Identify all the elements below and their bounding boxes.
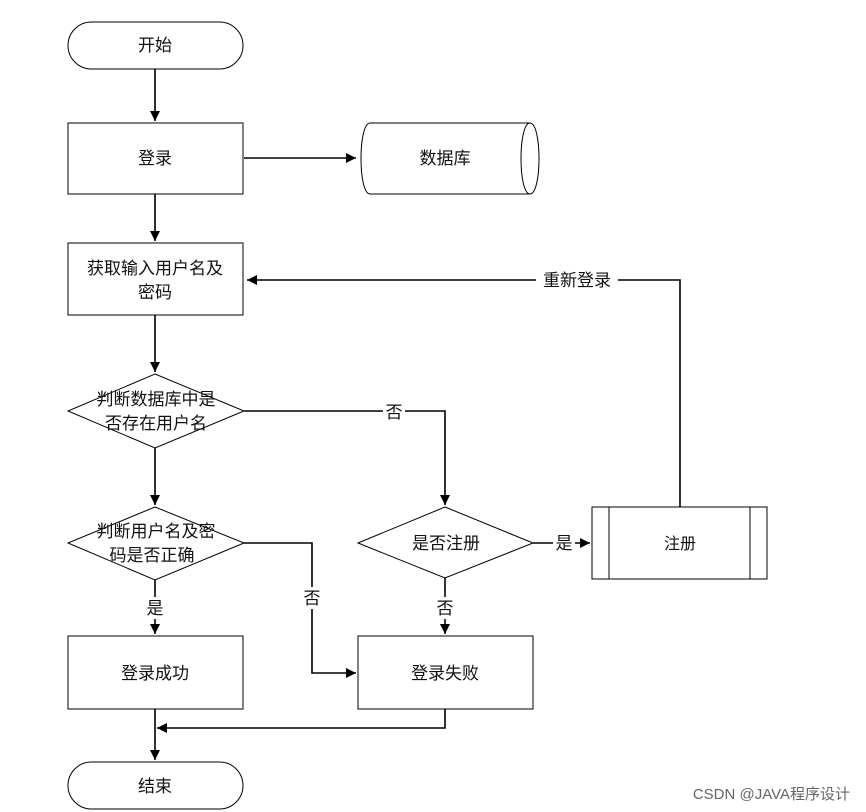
register-label: 注册 bbox=[664, 534, 696, 553]
connectors bbox=[150, 69, 681, 760]
edge-fail-to-end bbox=[157, 709, 446, 733]
check-password-label-line1: 判断用户名及密 bbox=[97, 522, 216, 542]
check-user-label-line1: 判断数据库中是 bbox=[97, 390, 216, 410]
ask-register-label: 是否注册 bbox=[412, 534, 480, 554]
check-password-shape bbox=[66, 506, 246, 581]
database-end-arc bbox=[520, 122, 531, 195]
get-input-label-line2: 密码 bbox=[138, 283, 172, 303]
database-label: 数据库 bbox=[420, 149, 471, 169]
check-password-label-line2: 码是否正确 bbox=[110, 546, 195, 566]
pwd-no-label-bg bbox=[301, 587, 323, 609]
register-no-label-bg bbox=[434, 597, 456, 619]
edge-check-user-no bbox=[244, 410, 450, 505]
pwd-no-label: 否 bbox=[304, 589, 321, 609]
ask-register-node: 是否注册 bbox=[356, 506, 535, 579]
user-no-label-bg bbox=[383, 401, 405, 423]
relogin-label-bg bbox=[536, 268, 618, 292]
edge-labels: 重新登录 否 是 否 是 否 bbox=[144, 268, 618, 619]
login-node: 登录 bbox=[67, 122, 244, 195]
register-shape bbox=[591, 506, 768, 580]
check-user-node: 判断数据库中是 否存在用户名 bbox=[66, 373, 246, 449]
end-shape bbox=[67, 761, 244, 810]
login-success-shape bbox=[67, 635, 244, 710]
register-node: 注册 bbox=[591, 506, 768, 580]
login-success-node: 登录成功 bbox=[67, 635, 244, 710]
relogin-label: 重新登录 bbox=[543, 271, 611, 291]
register-yes-label: 是 bbox=[556, 534, 573, 554]
check-user-label-line2: 否存在用户名 bbox=[105, 414, 207, 434]
login-fail-node: 登录失败 bbox=[357, 635, 534, 710]
start-label: 开始 bbox=[138, 36, 172, 56]
login-fail-shape bbox=[357, 635, 534, 710]
edge-check-pwd-no bbox=[244, 542, 356, 678]
end-node: 结束 bbox=[67, 761, 244, 810]
register-yes-label-bg bbox=[553, 532, 575, 554]
get-input-shape bbox=[67, 242, 244, 316]
get-input-label-line1: 获取输入用户名及 bbox=[87, 259, 223, 279]
watermark: CSDN @JAVA程序设计 bbox=[693, 786, 850, 803]
start-node: 开始 bbox=[67, 21, 244, 70]
login-label: 登录 bbox=[138, 149, 172, 169]
start-shape bbox=[67, 21, 244, 70]
user-no-label: 否 bbox=[386, 403, 403, 423]
login-shape bbox=[67, 122, 244, 195]
ask-register-shape bbox=[356, 506, 535, 579]
login-success-label: 登录成功 bbox=[121, 664, 189, 684]
pwd-yes-label-bg bbox=[144, 597, 166, 619]
end-label: 结束 bbox=[138, 777, 172, 797]
pwd-yes-label: 是 bbox=[147, 599, 164, 619]
check-user-shape bbox=[66, 373, 246, 449]
edge-relogin bbox=[247, 275, 681, 507]
register-no-label: 否 bbox=[437, 599, 454, 619]
login-fail-label: 登录失败 bbox=[411, 664, 479, 684]
database-node: 数据库 bbox=[360, 122, 540, 195]
get-input-node: 获取输入用户名及 密码 bbox=[67, 242, 244, 316]
check-password-node: 判断用户名及密 码是否正确 bbox=[66, 506, 246, 581]
